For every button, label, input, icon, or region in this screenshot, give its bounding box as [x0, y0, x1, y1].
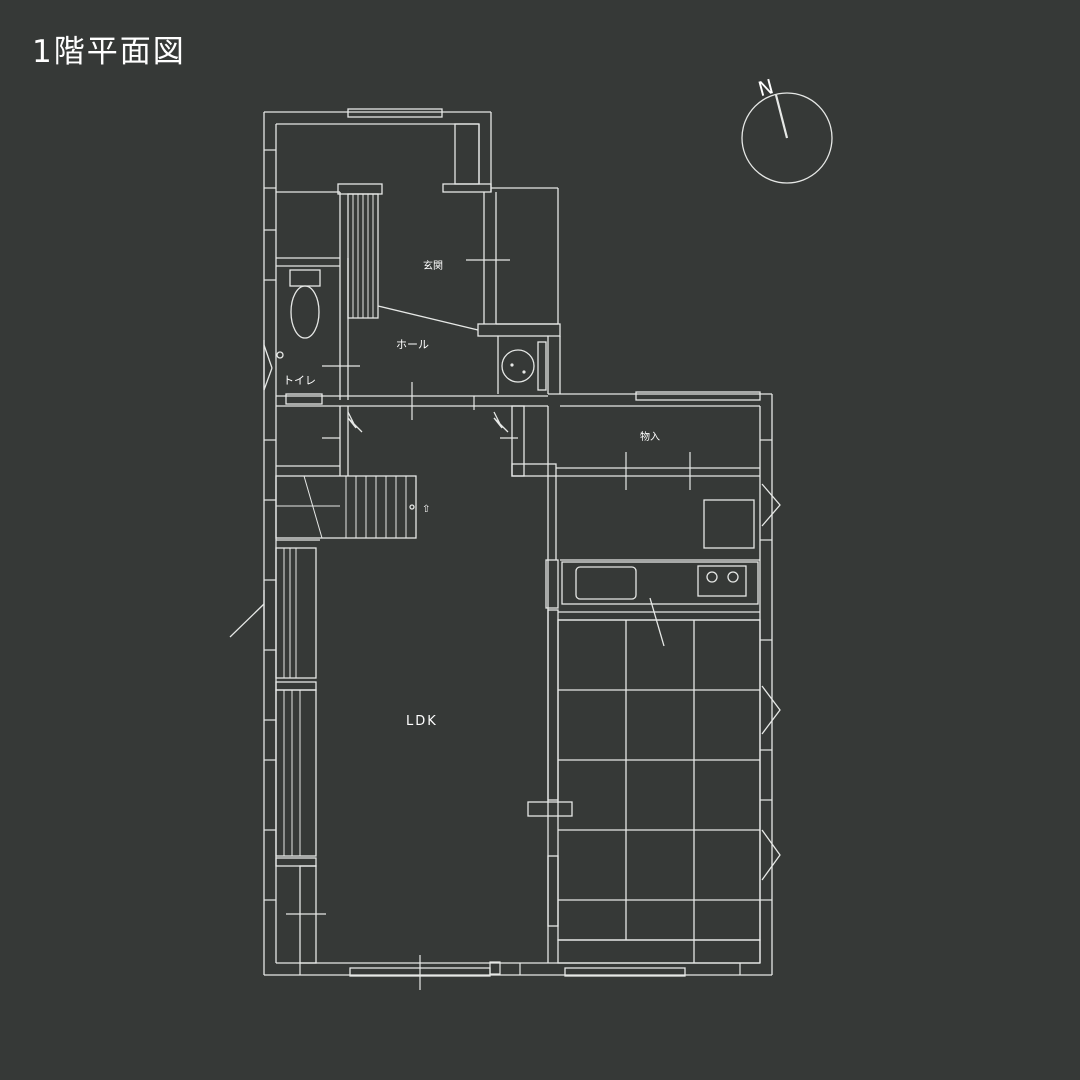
interior-walls: ⇧ — [229, 183, 760, 964]
room-label-toilet: トイレ — [283, 374, 316, 387]
page-title: 1階平面図 — [32, 34, 186, 70]
exterior-walls — [263, 108, 773, 977]
svg-text:⇧: ⇧ — [422, 504, 430, 515]
room-label-ldk: LDK — [406, 714, 438, 729]
toilet-fixture-icon — [276, 269, 321, 359]
room-label-storage: 物入 — [640, 430, 660, 443]
sink-icon — [575, 566, 637, 600]
door-marks — [286, 259, 691, 990]
north-compass-icon: N — [741, 74, 833, 184]
tatami-room — [557, 619, 761, 964]
kitchen — [558, 483, 781, 881]
room-label-hall: ホール — [396, 338, 429, 351]
water-heater-icon — [501, 349, 535, 383]
column-ticks — [264, 149, 772, 975]
room-label-genkan: 玄関 — [423, 259, 443, 272]
stove-icon — [697, 565, 747, 597]
compass-north-label: N — [755, 74, 776, 101]
